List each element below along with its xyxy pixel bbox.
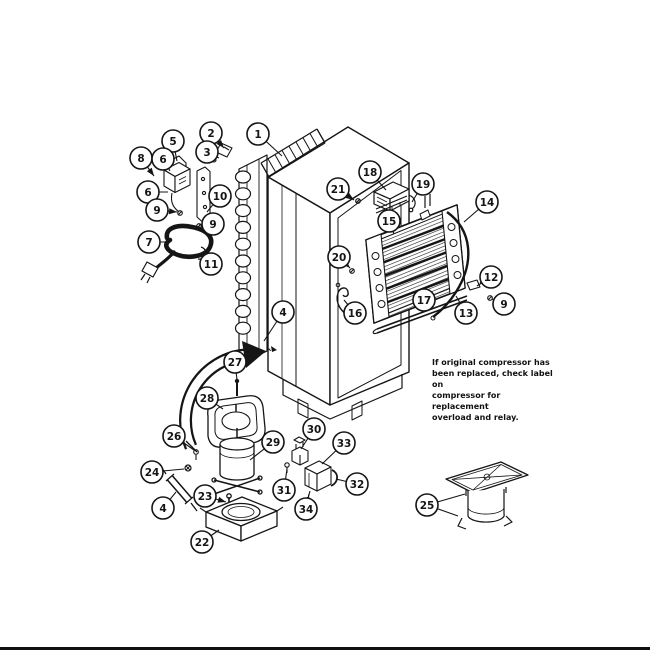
svg-text:30: 30 — [307, 424, 322, 436]
svg-text:15: 15 — [382, 216, 397, 228]
svg-text:34: 34 — [299, 504, 314, 516]
callout-4: 4 — [263, 300, 295, 342]
svg-text:1: 1 — [254, 129, 261, 141]
callout-34: 34 — [294, 493, 318, 521]
callout-18: 18 — [358, 160, 387, 191]
callout-7: 7 — [137, 230, 170, 254]
svg-text:23: 23 — [198, 491, 213, 503]
callout-31: 31 — [272, 468, 296, 502]
svg-text:9: 9 — [500, 299, 507, 311]
svg-text:2: 2 — [207, 128, 214, 140]
svg-text:12: 12 — [484, 272, 499, 284]
callout-23: 23 — [193, 484, 227, 508]
defrost-timer-group — [163, 142, 233, 260]
callout-15: 15 — [377, 209, 401, 235]
callout-12: 12 — [476, 265, 503, 289]
callout-26: 26 — [162, 424, 195, 451]
svg-text:31: 31 — [277, 485, 292, 497]
svg-text:17: 17 — [417, 295, 432, 307]
callout-3: 3 — [195, 140, 220, 164]
defrost-duct-group — [355, 181, 416, 214]
svg-text:14: 14 — [480, 197, 495, 209]
compressor-note: If original compressor has been replaced… — [432, 358, 553, 422]
callout-27: 27 — [223, 350, 247, 381]
callout-10: 10 — [206, 184, 232, 213]
compressor-unit — [445, 461, 529, 530]
callout-33: 33 — [321, 431, 356, 465]
callout-8: 8 — [129, 146, 155, 177]
svg-text:18: 18 — [363, 167, 378, 179]
scan-edge-artifact — [0, 647, 650, 650]
svg-text:26: 26 — [167, 431, 182, 443]
relay-overload-group — [284, 436, 339, 502]
callout-9: 9 — [145, 198, 178, 222]
svg-text:11: 11 — [204, 259, 219, 271]
callout-30: 30 — [300, 417, 326, 450]
callout-6: 6 — [151, 147, 175, 172]
svg-text:8: 8 — [137, 153, 144, 165]
svg-text:4: 4 — [159, 503, 166, 515]
callout-4: 4 — [151, 491, 177, 520]
svg-text:9: 9 — [153, 205, 160, 217]
callout-25: 25 — [415, 493, 466, 517]
svg-text:5: 5 — [169, 136, 176, 148]
callout-22: 22 — [190, 529, 220, 554]
callout-5: 5 — [161, 129, 185, 162]
svg-text:27: 27 — [228, 357, 243, 369]
compressor-motor-group — [199, 428, 284, 542]
svg-text:16: 16 — [348, 308, 363, 320]
svg-text:24: 24 — [145, 467, 160, 479]
callout-17: 17 — [412, 288, 436, 312]
svg-text:20: 20 — [332, 252, 347, 264]
callout-13: 13 — [454, 295, 478, 325]
callout-29: 29 — [249, 430, 285, 461]
evaporator-assembly — [335, 194, 493, 335]
svg-text:28: 28 — [200, 393, 215, 405]
svg-text:10: 10 — [213, 191, 228, 203]
callout-32: 32 — [335, 472, 369, 496]
svg-text:7: 7 — [145, 237, 152, 249]
svg-text:21: 21 — [331, 184, 346, 196]
callout-9: 9 — [491, 292, 516, 316]
svg-text:29: 29 — [266, 437, 281, 449]
svg-text:22: 22 — [195, 537, 210, 549]
svg-text:6: 6 — [159, 154, 166, 166]
callout-20: 20 — [327, 245, 351, 269]
svg-text:9: 9 — [209, 219, 216, 231]
svg-text:6: 6 — [144, 187, 151, 199]
callout-19: 19 — [411, 172, 435, 203]
svg-text:33: 33 — [337, 438, 352, 450]
condenser-coil — [234, 128, 326, 366]
wiring-harness — [140, 223, 214, 284]
callout-14: 14 — [463, 190, 499, 223]
svg-text:25: 25 — [420, 500, 435, 512]
callout-11: 11 — [199, 251, 223, 276]
callout-1: 1 — [246, 122, 283, 157]
callout-24: 24 — [140, 460, 185, 484]
svg-text:32: 32 — [350, 479, 365, 491]
filter-drier — [161, 449, 199, 512]
svg-text:3: 3 — [203, 147, 210, 159]
callout-21: 21 — [326, 177, 355, 201]
svg-text:4: 4 — [279, 307, 286, 319]
callout-9: 9 — [198, 212, 225, 236]
svg-text:13: 13 — [459, 308, 474, 320]
callout-16: 16 — [343, 299, 367, 325]
callout-28: 28 — [195, 386, 224, 410]
svg-text:19: 19 — [416, 179, 431, 191]
